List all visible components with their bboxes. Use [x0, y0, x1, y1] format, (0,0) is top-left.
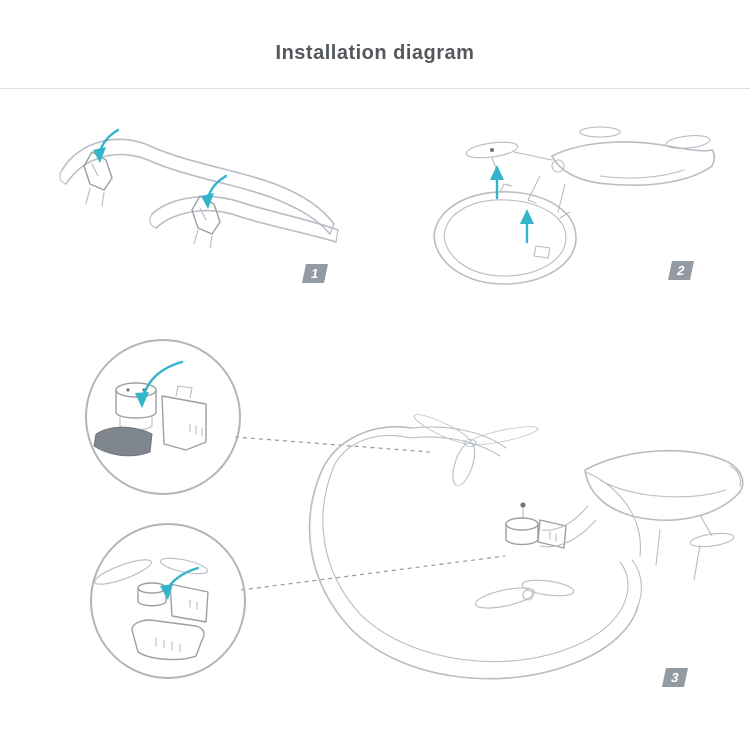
guard-half-lower: [149, 195, 339, 249]
step-number: 1: [309, 266, 321, 281]
step-number: 3: [669, 670, 681, 685]
step-badge-2: 2: [667, 261, 695, 280]
title-divider: [0, 88, 750, 89]
install-direction-arrow-icon: [93, 128, 120, 163]
step-2-drawing: [433, 126, 716, 285]
step-number: 2: [675, 263, 687, 278]
step-1-drawing: [59, 128, 339, 249]
leader-line-top: [234, 436, 431, 453]
step-badge-3: 3: [661, 668, 689, 687]
install-direction-arrow-icon: [201, 174, 228, 209]
install-direction-arrow-icon: [160, 566, 200, 600]
install-direction-arrow-icon: [135, 360, 184, 408]
magnifier-callout-circle-b: [90, 523, 246, 679]
install-direction-arrow-icon: [490, 165, 504, 200]
step-3-drawing: [85, 339, 744, 680]
page-title: Installation diagram: [275, 42, 475, 64]
install-direction-arrow-icon: [520, 209, 534, 244]
magnifier-callout-circle-a: [85, 339, 241, 495]
mounted-guard-band: [308, 426, 642, 680]
three-blade-propeller: [413, 414, 539, 486]
drone-outline: [465, 126, 716, 213]
assembled-drone-outline: [308, 414, 744, 680]
leader-line-bottom: [240, 555, 506, 591]
step-badge-1: 1: [301, 264, 329, 283]
propeller-guard-ring: [433, 183, 577, 285]
